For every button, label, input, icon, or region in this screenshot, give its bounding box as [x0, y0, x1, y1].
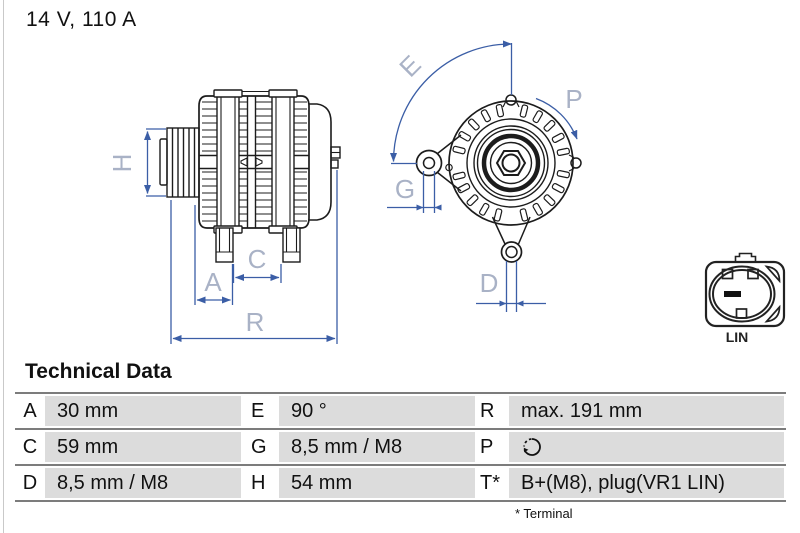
front-view-dimension-arrows	[416, 204, 524, 307]
key-cell-t: T*	[480, 471, 500, 494]
key-cell-r: R	[480, 399, 495, 422]
table-row: C 59 mm G 8,5 mm / M8 P	[15, 432, 786, 462]
technical-drawing: H A C R	[107, 40, 786, 345]
key-cell-d: D	[22, 471, 38, 494]
value-cell-p-rotation	[509, 432, 784, 462]
key-cell-a: A	[23, 399, 37, 422]
value-cell-e: 90 °	[279, 396, 475, 426]
dim-label-g: G	[395, 174, 415, 204]
connector-label: LIN	[726, 329, 749, 345]
side-view-dimensions	[144, 128, 338, 344]
front-view-dimensions	[387, 40, 578, 312]
table-row: D 8,5 mm / M8 H 54 mm T* B+(M8), plug(VR…	[15, 468, 786, 498]
alternator-front-view	[415, 94, 582, 263]
key-cell-g: G	[251, 435, 267, 458]
dim-label-d: D	[480, 268, 499, 298]
key-cell-p: P	[480, 435, 494, 458]
technical-data-section: Technical Data A 30 mm E 90 ° R max. 191…	[15, 360, 786, 521]
section-title: Technical Data	[25, 360, 172, 383]
table-rule	[15, 500, 786, 502]
value-cell-t: B+(M8), plug(VR1 LIN)	[509, 468, 784, 498]
dim-label-r: R	[246, 307, 265, 337]
value-cell-h: 54 mm	[279, 468, 475, 498]
table-row: A 30 mm E 90 ° R max. 191 mm	[15, 396, 786, 426]
value-cell-c: 59 mm	[45, 432, 241, 462]
dim-label-c: C	[248, 244, 267, 274]
key-cell-c: C	[22, 435, 38, 458]
dim-label-a: A	[204, 267, 222, 297]
connector-pin	[724, 291, 741, 297]
dim-label-p: P	[565, 84, 582, 114]
page-left-border	[3, 0, 4, 533]
table-rule	[15, 392, 786, 394]
dim-label-h: H	[107, 154, 137, 173]
value-cell-a: 30 mm	[45, 396, 241, 426]
value-cell-g: 8,5 mm / M8	[279, 432, 475, 462]
value-cell-r: max. 191 mm	[509, 396, 784, 426]
value-cell-d: 8,5 mm / M8	[45, 468, 241, 498]
table-rule	[15, 464, 786, 466]
connector-diagram	[704, 252, 786, 328]
dim-label-e: E	[393, 49, 426, 82]
electrical-rating: 14 V, 110 A	[26, 8, 137, 31]
alternator-side-view	[159, 89, 341, 263]
key-cell-h: H	[251, 471, 266, 494]
rotation-direction-icon	[523, 438, 541, 456]
key-cell-e: E	[251, 399, 265, 422]
table-rule	[15, 428, 786, 430]
terminal-footnote: * Terminal	[515, 506, 573, 521]
